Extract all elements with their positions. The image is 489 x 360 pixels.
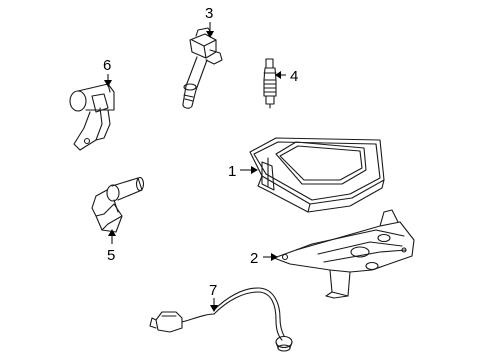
callout-6-label: 6 [103,57,111,74]
camshaft-sensor-part [69,83,115,151]
callout-2-label: 2 [250,250,258,267]
spark-plug-part [263,58,277,109]
callout-5: 5 [107,229,116,264]
callout-4-label: 4 [290,68,298,85]
callout-5-label: 5 [107,247,115,264]
engine-control-module-part [249,137,385,213]
callout-3: 3 [205,5,214,38]
callout-1: 1 [228,163,258,180]
callout-2: 2 [250,250,278,267]
knock-sensor-part [149,287,293,352]
callout-1-label: 1 [228,163,236,180]
callout-6: 6 [103,57,112,87]
crankshaft-sensor-part [91,176,145,233]
callout-7: 7 [209,282,218,312]
callout-7-label: 7 [209,282,217,299]
ecm-bracket-part [273,209,415,299]
callout-4: 4 [275,68,298,85]
ignition-coil-part [182,27,223,109]
callout-3-label: 3 [205,5,213,22]
